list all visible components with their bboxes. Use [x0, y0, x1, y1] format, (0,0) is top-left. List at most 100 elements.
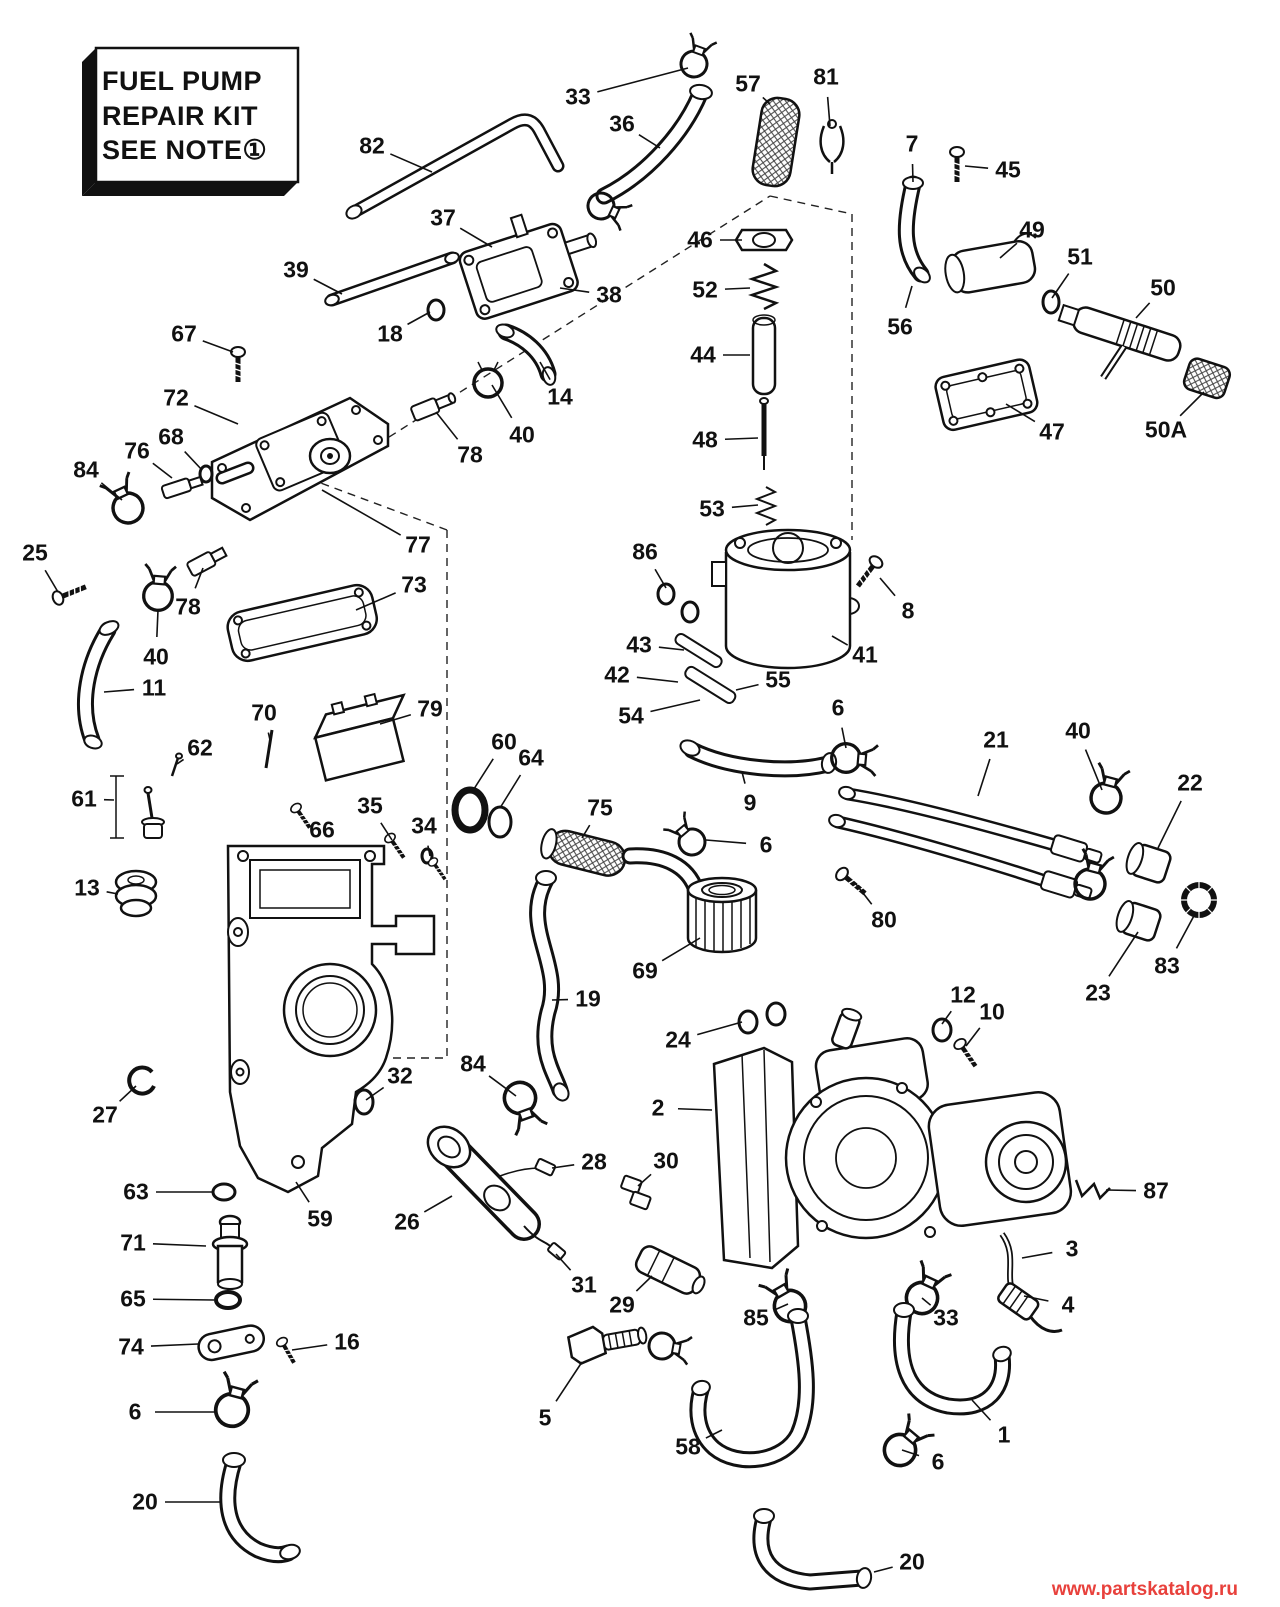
part-callout-22: 22 — [1177, 769, 1203, 796]
part-callout-40: 40 — [509, 421, 535, 448]
part-callout-66: 66 — [309, 816, 335, 843]
part-callout-85: 85 — [743, 1304, 769, 1331]
part-callout-40: 40 — [1065, 717, 1091, 744]
clamp-6-hose-20-left — [209, 1369, 301, 1564]
part-callout-14: 14 — [547, 383, 573, 410]
part-callout-40: 40 — [143, 643, 169, 670]
part-callout-77: 77 — [405, 531, 431, 558]
part-callout-4: 4 — [1061, 1291, 1075, 1318]
part-callout-6: 6 — [831, 694, 845, 721]
note-line-1: FUEL PUMP — [102, 66, 263, 97]
tubes-82-39 — [324, 113, 565, 307]
hose-20-right — [752, 1508, 873, 1591]
part-callout-18: 18 — [377, 320, 403, 347]
bracket-74-screw-16 — [197, 1324, 299, 1365]
part-callout-37: 37 — [430, 204, 456, 231]
fitting-71-orings-63-65 — [211, 1182, 249, 1310]
part-callout-49: 49 — [1019, 216, 1045, 243]
solenoid-49-oring-51 — [944, 232, 1061, 315]
clamp-84 — [497, 1075, 550, 1138]
part-callout-6: 6 — [931, 1448, 945, 1475]
part-callout-24: 24 — [665, 1026, 691, 1053]
note-box-3d — [82, 46, 300, 196]
part-callout-47: 47 — [1039, 418, 1065, 445]
gasket-73 — [226, 583, 379, 663]
part-callout-71: 71 — [120, 1229, 146, 1256]
filter-75-nut-69 — [540, 810, 758, 954]
part-callout-56: 56 — [887, 313, 913, 340]
part-callout-8: 8 — [901, 597, 915, 624]
part-callout-72: 72 — [163, 384, 189, 411]
part-callout-13: 13 — [74, 874, 100, 901]
part-callout-63: 63 — [123, 1178, 149, 1205]
part-callout-86: 86 — [632, 538, 658, 565]
part-callout-20: 20 — [899, 1548, 925, 1575]
braided-hose-57 — [751, 96, 801, 188]
part-callout-70: 70 — [251, 699, 277, 726]
fittings-22-23-clamp-83 — [1115, 842, 1217, 942]
part-callout-1: 1 — [997, 1421, 1011, 1448]
part-callout-30: 30 — [653, 1147, 679, 1174]
note-line-2: REPAIR KIT — [102, 100, 259, 131]
part-callout-78: 78 — [457, 441, 483, 468]
pump-body-41-fittings — [656, 528, 860, 704]
part-callout-42: 42 — [604, 661, 630, 688]
part-callout-36: 36 — [609, 110, 635, 137]
retainer-clip-81 — [819, 119, 845, 174]
part-callout-23: 23 — [1085, 979, 1111, 1006]
part-callout-64: 64 — [518, 744, 544, 771]
carb-body-59 — [226, 844, 436, 1194]
part-callout-19: 19 — [575, 985, 601, 1012]
watermark-text: www.partskatalog.ru — [1051, 1579, 1238, 1600]
part-callout-50A: 50A — [1144, 416, 1188, 443]
leader-lines — [44, 67, 1205, 1573]
hose-1-clamp-6 — [875, 1302, 1012, 1475]
part-callout-54: 54 — [618, 702, 644, 729]
float-box-79-pin-70 — [264, 692, 406, 782]
part-callout-48: 48 — [692, 426, 718, 453]
hose-36-clamps — [581, 31, 719, 233]
clip-87 — [1074, 1179, 1111, 1201]
part-callout-84: 84 — [73, 456, 99, 483]
part-callout-33: 33 — [565, 83, 591, 110]
part-callout-57: 57 — [735, 70, 761, 97]
part-callout-58: 58 — [675, 1433, 701, 1460]
part-callout-9: 9 — [743, 789, 757, 816]
part-callout-5: 5 — [538, 1404, 552, 1431]
part-callout-38: 38 — [596, 281, 622, 308]
hose-14-clamp-40 — [472, 323, 557, 399]
part-callout-73: 73 — [401, 571, 427, 598]
part-callout-83: 83 — [1154, 952, 1180, 979]
part-callout-6: 6 — [759, 831, 773, 858]
washer-32-ring-27 — [127, 1065, 375, 1116]
part-callout-76: 76 — [124, 437, 150, 464]
part-callout-26: 26 — [394, 1208, 420, 1235]
fuel-pump-2-cable-3-4 — [712, 1007, 1073, 1333]
part-callout-46: 46 — [687, 226, 713, 253]
part-callout-65: 65 — [120, 1285, 146, 1312]
part-callout-59: 59 — [307, 1205, 333, 1232]
part-callout-3: 3 — [1065, 1235, 1079, 1262]
part-callout-55: 55 — [765, 666, 791, 693]
part-callout-41: 41 — [852, 641, 878, 668]
part-callout-87: 87 — [1143, 1177, 1169, 1204]
screw-8 — [852, 554, 884, 590]
washer-12-screw-10-orings-24 — [737, 1001, 981, 1070]
screw-45 — [950, 147, 964, 182]
part-callout-67: 67 — [171, 320, 197, 347]
part-callout-62: 62 — [187, 734, 213, 761]
part-callout-21: 21 — [983, 726, 1009, 753]
part-callout-32: 32 — [387, 1062, 413, 1089]
part-callout-34: 34 — [411, 812, 437, 839]
orings-60-64 — [451, 786, 513, 839]
part-callout-50: 50 — [1150, 274, 1176, 301]
repair-kit-note-box: FUEL PUMP REPAIR KIT SEE NOTE① — [102, 54, 294, 178]
part-callout-33: 33 — [933, 1304, 959, 1331]
fuel-line-assembly-21 — [828, 761, 1132, 905]
fuel-sender-26-connectors — [426, 1125, 706, 1295]
part-callout-74: 74 — [118, 1333, 144, 1360]
gasket-47 — [934, 358, 1039, 432]
part-callout-68: 68 — [158, 423, 184, 450]
